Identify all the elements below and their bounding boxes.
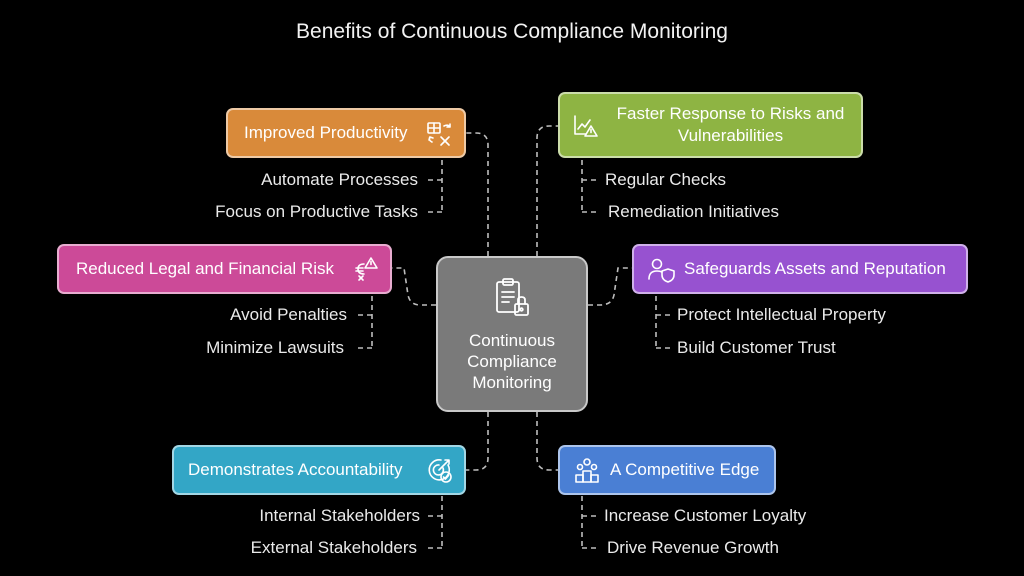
- center-hub: Continuous Compliance Monitoring: [436, 256, 588, 412]
- sub-item-minimize-lawsuits: Minimize Lawsuits: [206, 338, 344, 357]
- connector-accountability: [466, 412, 489, 471]
- node-competitive-edge: A Competitive Edge: [558, 445, 776, 495]
- node-label-line1: Faster Response to Risks and: [616, 104, 845, 123]
- node-label: Reduced Legal and Financial Risk: [76, 259, 334, 278]
- node-reduced-risk: Reduced Legal and Financial Risk: [57, 244, 392, 294]
- connector-faster-response: [536, 125, 558, 256]
- sub-item-external-stakeholders: External Stakeholders: [250, 538, 417, 557]
- node-improved-productivity: Improved Productivity: [226, 108, 466, 158]
- node-label: A Competitive Edge: [610, 460, 760, 479]
- center-label-line2: Compliance: [467, 352, 557, 371]
- target-check-icon: [424, 455, 454, 485]
- sub-item-automate-processes: Automate Processes: [261, 170, 418, 189]
- sub-item-revenue-growth: Drive Revenue Growth: [607, 538, 779, 557]
- sub-item-avoid-penalties: Avoid Penalties: [230, 305, 347, 324]
- node-accountability: Demonstrates Accountability: [172, 445, 466, 495]
- node-label: Improved Productivity: [244, 123, 408, 142]
- chart-warning-icon: [570, 110, 600, 140]
- node-faster-response: Faster Response to Risks and Vulnerabili…: [558, 92, 863, 158]
- node-label: Demonstrates Accountability: [188, 460, 403, 479]
- sub-item-internal-stakeholders: Internal Stakeholders: [259, 506, 420, 525]
- connector-reduced-risk: [392, 267, 436, 306]
- connector-competitive-edge: [536, 412, 558, 471]
- node-label: Safeguards Assets and Reputation: [684, 259, 946, 278]
- node-safeguards: Safeguards Assets and Reputation: [632, 244, 968, 294]
- sub-item-regular-checks: Regular Checks: [605, 170, 726, 189]
- sub-item-focus-productive: Focus on Productive Tasks: [215, 202, 418, 221]
- diagram-title: Benefits of Continuous Compliance Monito…: [296, 20, 728, 43]
- connector-productivity: [466, 132, 489, 256]
- connector-safeguards: [588, 267, 632, 306]
- podium-icon: [572, 455, 602, 485]
- center-label-line3: Monitoring: [472, 373, 552, 392]
- money-warning-icon: [350, 254, 380, 284]
- sub-item-customer-trust: Build Customer Trust: [677, 338, 836, 357]
- clipboard-lock-icon: [489, 275, 535, 326]
- sub-item-remediation: Remediation Initiatives: [608, 202, 780, 221]
- calculator-icon: [424, 118, 454, 148]
- sub-item-customer-loyalty: Increase Customer Loyalty: [604, 506, 807, 525]
- user-shield-icon: [646, 254, 676, 284]
- node-label-line2: Vulnerabilities: [677, 126, 784, 145]
- center-label-line1: Continuous: [468, 331, 555, 350]
- sub-item-protect-ip: Protect Intellectual Property: [677, 305, 886, 324]
